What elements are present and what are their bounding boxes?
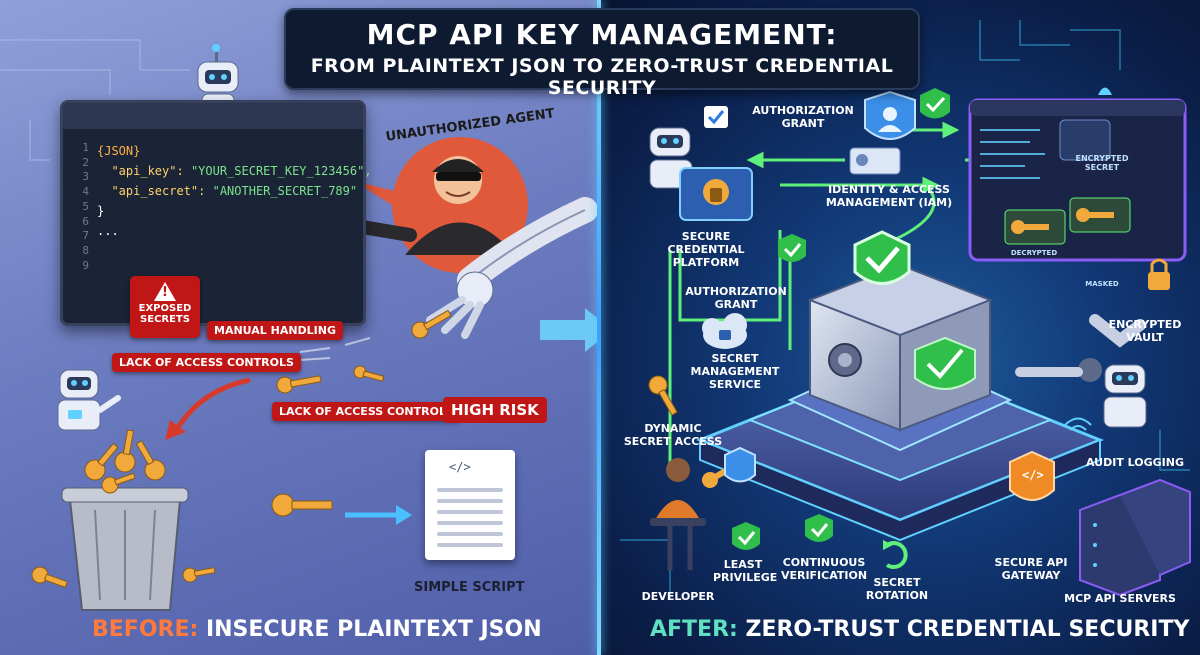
encrypted-secret-label: ENCRYPTED SECRET bbox=[1075, 154, 1129, 172]
authorization-grant-mid-label: AUTHORIZATION GRANT bbox=[685, 285, 787, 311]
warning-icon bbox=[154, 282, 176, 301]
iam-shield-icon bbox=[864, 90, 916, 140]
flying-keys-icon bbox=[276, 309, 452, 394]
key-to-script-arrow bbox=[271, 493, 412, 525]
secure-credential-platform-label: SECURE CREDENTIAL PLATFORM bbox=[667, 230, 745, 269]
json-close: } bbox=[97, 204, 105, 218]
secret-management-cloud-icon bbox=[702, 313, 747, 349]
mcp-api-servers-icon bbox=[1079, 478, 1191, 597]
after-illustration bbox=[620, 20, 1191, 600]
code-brackets-icon: </> bbox=[449, 460, 471, 474]
vault-dashboard-icon bbox=[968, 98, 1187, 262]
secret-rotation-label: SECRET ROTATION bbox=[865, 576, 929, 602]
least-privilege-label: LEAST PRIVILEGE bbox=[713, 558, 778, 584]
robot-left-icon bbox=[57, 369, 121, 431]
script-lines bbox=[437, 488, 503, 554]
iam-label: IDENTITY & ACCESS MANAGEMENT (IAM) bbox=[825, 183, 953, 209]
secure-api-gateway-label: SECURE API GATEWAY bbox=[994, 556, 1068, 582]
json-open: {JSON} bbox=[97, 144, 141, 158]
manual-handling-label: MANUAL HANDLING bbox=[207, 321, 344, 340]
before-caption-prefix: BEFORE: bbox=[92, 617, 199, 642]
api-secret-name: "api_secret": bbox=[111, 184, 206, 198]
masked-label: MASKED bbox=[1085, 280, 1119, 288]
decrypted-label: DECRYPTED bbox=[1010, 249, 1058, 257]
api-key-name: "api_key": bbox=[111, 164, 184, 178]
developer-shield-icon bbox=[724, 446, 756, 483]
line-number: 7 bbox=[82, 229, 89, 243]
plaintext-json-window: 1 2 3 4 5 6 7 8 9 {JSON} "api_key": "YOU… bbox=[60, 100, 372, 326]
line-number: 4 bbox=[82, 185, 89, 199]
secret-rotation-icon bbox=[883, 540, 908, 569]
after-caption: AFTER: ZERO-TRUST CREDENTIAL SECURITY bbox=[650, 617, 1189, 642]
code-window-titlebar bbox=[63, 103, 363, 129]
line-number: 3 bbox=[82, 170, 89, 184]
exposed-secrets-label: EXPOSED SECRETS bbox=[138, 303, 192, 325]
authorization-grant-top-label: AUTHORIZATION GRANT bbox=[752, 104, 854, 130]
gateway-code-icon: </> bbox=[1022, 468, 1044, 482]
line-number: 8 bbox=[82, 243, 89, 257]
main-shield-icon bbox=[853, 230, 911, 285]
after-caption-prefix: AFTER: bbox=[650, 617, 738, 642]
lock-icon bbox=[1148, 258, 1170, 290]
wifi-icon bbox=[1064, 417, 1092, 431]
secure-credential-platform-icon bbox=[679, 167, 753, 221]
robotic-arm-right-icon bbox=[1015, 314, 1146, 382]
bell-icon bbox=[1098, 87, 1112, 95]
dynamic-key-icon bbox=[648, 375, 678, 416]
panel-divider bbox=[597, 0, 601, 655]
exposed-secrets-badge: EXPOSED SECRETS bbox=[130, 276, 200, 338]
line-number: 2 bbox=[82, 155, 89, 169]
dynamic-secret-access-label: DYNAMIC SECRET ACCESS bbox=[623, 422, 723, 448]
before-caption: BEFORE: INSECURE PLAINTEXT JSON bbox=[92, 617, 542, 642]
secret-management-service-label: SECRET MANAGEMENT SERVICE bbox=[690, 352, 780, 391]
line-numbers: 1 2 3 4 5 6 7 8 9 bbox=[67, 141, 89, 273]
audit-logging-label: AUDIT LOGGING bbox=[1085, 456, 1185, 469]
page-title: MCP API KEY MANAGEMENT: bbox=[366, 18, 838, 51]
robot-after-right-icon bbox=[1103, 364, 1147, 428]
title-banner: MCP API KEY MANAGEMENT: FROM PLAINTEXT J… bbox=[284, 8, 920, 99]
high-risk-badge: HIGH RISK bbox=[443, 397, 547, 423]
before-caption-text: INSECURE PLAINTEXT JSON bbox=[198, 617, 542, 642]
encrypted-vault-label: ENCRYPTED VAULT bbox=[1108, 318, 1182, 344]
api-key-value: "YOUR_SECRET_KEY_123456", bbox=[190, 164, 372, 178]
lack-of-access-controls-label-2: LACK OF ACCESS CONTROLS bbox=[272, 402, 461, 421]
after-caption-text: ZERO-TRUST CREDENTIAL SECURITY bbox=[737, 617, 1190, 642]
json-ellipsis: ... bbox=[97, 224, 119, 238]
mcp-api-servers-label: MCP API SERVERS bbox=[1064, 592, 1176, 605]
line-number: 9 bbox=[82, 258, 89, 272]
json-code: {JSON} "api_key": "YOUR_SECRET_KEY_12345… bbox=[97, 141, 372, 241]
continuous-verification-label: CONTINUOUS VERIFICATION bbox=[780, 556, 868, 582]
script-file-icon: </> bbox=[425, 450, 515, 560]
developer-label: DEVELOPER bbox=[641, 590, 715, 603]
thief-icon bbox=[392, 137, 528, 273]
page-subtitle: FROM PLAINTEXT JSON TO ZERO-TRUST CREDEN… bbox=[310, 55, 894, 99]
lack-of-access-controls-label: LACK OF ACCESS CONTROLS bbox=[112, 353, 301, 372]
line-number: 6 bbox=[82, 214, 89, 228]
line-number: 5 bbox=[82, 199, 89, 213]
trash-can-icon bbox=[31, 429, 216, 611]
api-secret-value: "ANOTHER_SECRET_789" bbox=[212, 184, 358, 198]
before-illustration bbox=[0, 39, 598, 611]
simple-script-label: SIMPLE SCRIPT bbox=[414, 580, 525, 595]
line-number: 1 bbox=[82, 141, 89, 154]
robotic-arm-icon bbox=[426, 197, 598, 339]
encrypted-vault-icon bbox=[807, 263, 993, 432]
developer-icon bbox=[650, 458, 733, 570]
api-gateway-shield-icon bbox=[1009, 450, 1055, 501]
